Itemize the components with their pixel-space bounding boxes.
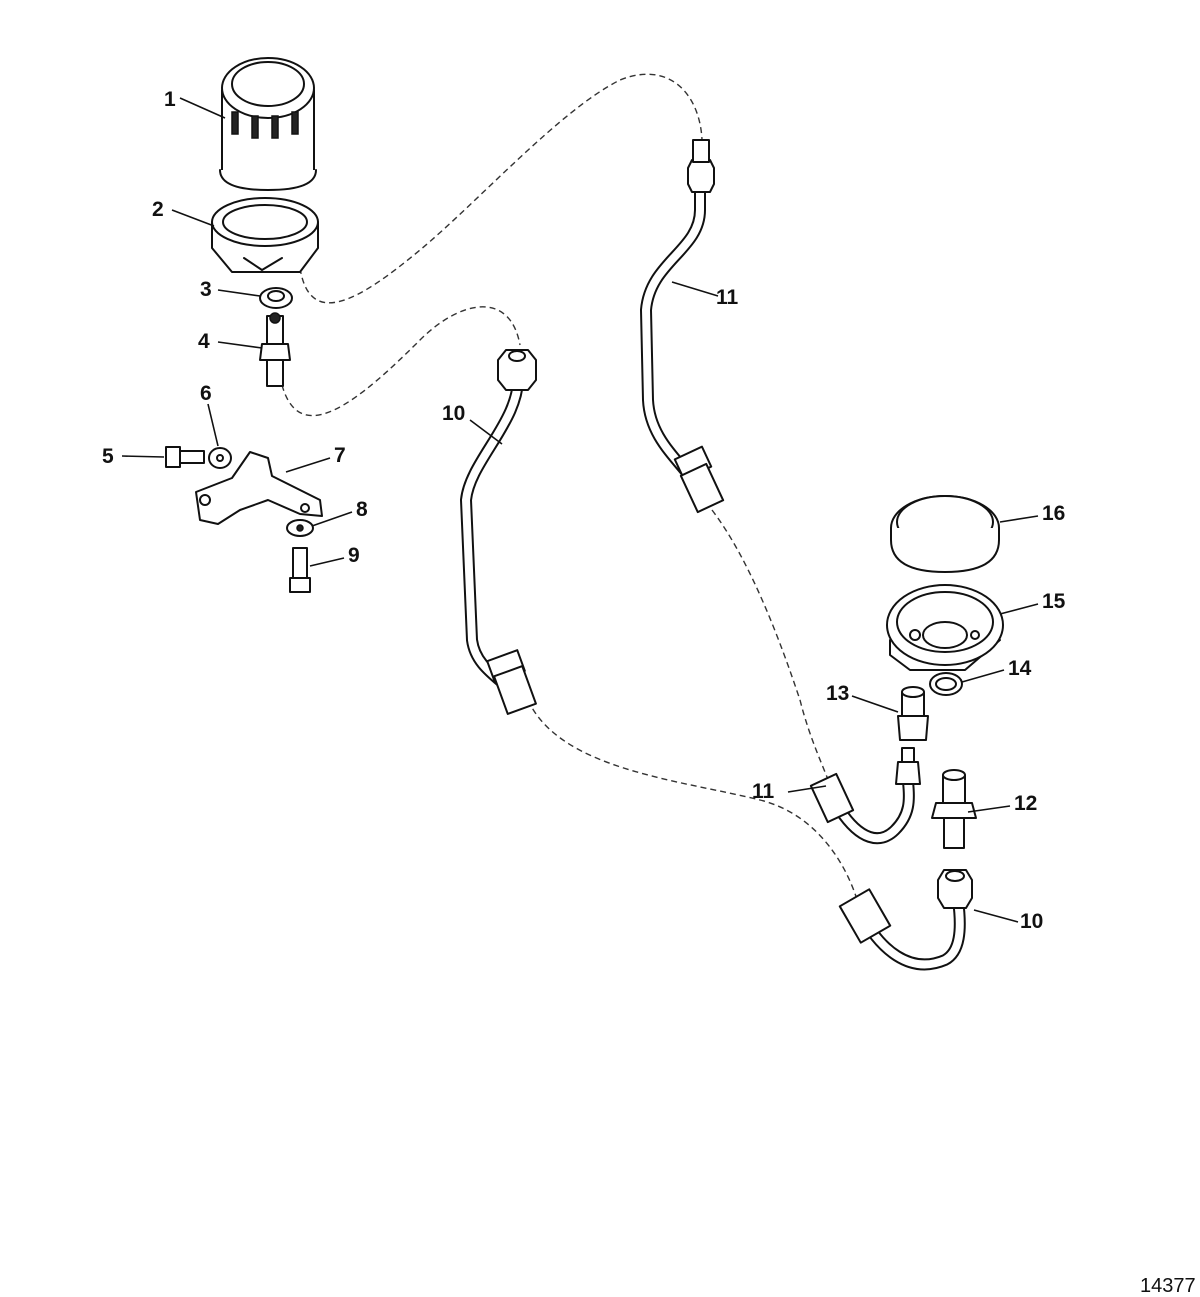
bolt-long xyxy=(289,547,311,593)
sealing-washer xyxy=(259,287,293,309)
oil-tube-lower-short xyxy=(809,747,921,845)
o-ring xyxy=(929,672,963,696)
callout-2: 2 xyxy=(152,198,164,221)
lock-washer xyxy=(286,519,314,537)
oil-tube-right xyxy=(640,139,725,514)
leader-lines xyxy=(121,97,1039,923)
hose-line-right-tube-to-lower-elbow xyxy=(711,509,833,791)
bolt-short xyxy=(165,446,205,468)
oil-tube-left xyxy=(460,349,537,715)
callout-5: 5 xyxy=(102,445,114,468)
callout-8: 8 xyxy=(356,498,368,521)
callout-15: 15 xyxy=(1042,590,1066,613)
callout-labels: 1 2 3 4 5 6 7 8 9 10 10 11 11 12 13 14 1… xyxy=(102,88,1066,933)
callout-10-lower: 10 xyxy=(1020,910,1043,933)
hose-routing-lines xyxy=(281,73,861,911)
oil-tube-lower-elbow xyxy=(838,869,973,971)
gasket-ring xyxy=(890,495,1000,573)
callout-3: 3 xyxy=(200,278,212,301)
callout-6: 6 xyxy=(200,382,212,405)
oil-filter xyxy=(219,57,317,191)
callout-4: 4 xyxy=(198,330,210,353)
callout-14: 14 xyxy=(1008,657,1032,680)
hose-line-left-tube-to-lower-tube xyxy=(527,699,861,911)
threaded-fitting xyxy=(897,686,929,741)
hose-line-fitting-to-left-tube xyxy=(281,306,521,417)
callout-9: 9 xyxy=(348,544,360,567)
hose-line-adapter-to-upper-tube xyxy=(299,73,703,304)
figure-number: 14377 xyxy=(1140,1275,1196,1297)
callout-12: 12 xyxy=(1014,792,1037,815)
filter-mount xyxy=(886,584,1004,671)
callout-13: 13 xyxy=(826,682,849,705)
hose-fitting xyxy=(259,312,291,387)
flat-washer xyxy=(208,447,232,469)
mounting-bracket xyxy=(195,451,323,525)
callout-11-lower: 11 xyxy=(752,780,775,803)
callout-10-upper: 10 xyxy=(442,402,465,425)
filter-adapter xyxy=(211,197,319,273)
callout-16: 16 xyxy=(1042,502,1065,525)
callout-11-upper: 11 xyxy=(716,286,739,309)
callout-1: 1 xyxy=(164,88,176,111)
connector-fitting xyxy=(931,769,977,849)
callout-7: 7 xyxy=(334,444,346,467)
